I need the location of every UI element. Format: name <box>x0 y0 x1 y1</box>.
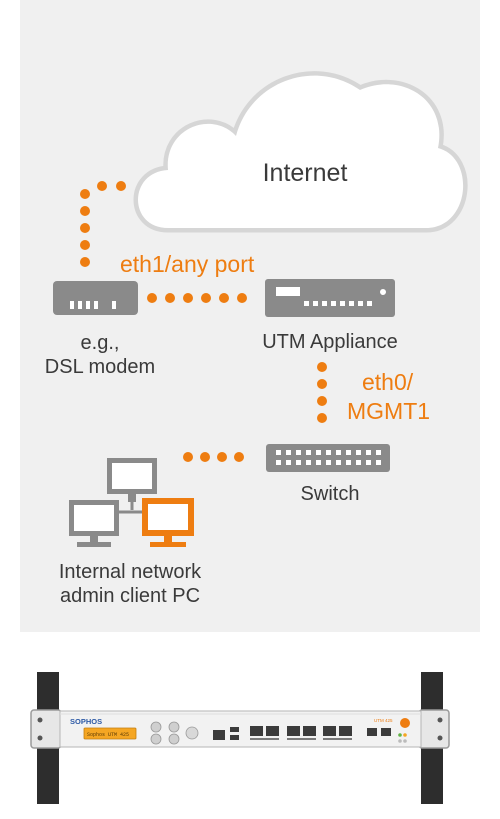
dsl-modem-icon <box>53 281 138 315</box>
utm-appliance-label: UTM Appliance <box>262 331 398 353</box>
sophos-logo-icon <box>400 718 410 728</box>
link-switch-client <box>183 452 244 462</box>
switch-icon <box>266 444 390 472</box>
internet-cloud-icon <box>133 71 468 233</box>
utm-hardware-rack: SOPHOS Sophos UTM 425 UTM 425 <box>30 672 450 804</box>
switch-label: Switch <box>300 483 360 505</box>
modem-label-line2: DSL modem <box>44 356 156 378</box>
mgmt1-label: MGMT1 <box>347 398 431 424</box>
modem-label-line1: e.g., <box>80 332 120 354</box>
internet-label: Internet <box>262 159 348 187</box>
lcd-text: Sophos UTM 425 <box>87 732 129 738</box>
client-pcs-icon <box>69 458 170 547</box>
link-modem-utm <box>147 293 247 303</box>
admin-pc-icon <box>142 498 194 547</box>
network-diagram <box>53 71 468 547</box>
utm-appliance-icon <box>265 279 395 317</box>
eth0-label: eth0/ <box>362 369 414 395</box>
client-label-line1: Internal network <box>58 561 202 583</box>
link-internet-modem <box>80 181 126 267</box>
link-utm-switch <box>317 362 327 423</box>
lcd-display <box>83 727 137 740</box>
eth1-port-label: eth1/any port <box>120 251 255 277</box>
model-badge: UTM 425 <box>374 718 393 723</box>
brand-logo: SOPHOS <box>70 717 102 726</box>
client-label-line2: admin client PC <box>59 585 201 607</box>
